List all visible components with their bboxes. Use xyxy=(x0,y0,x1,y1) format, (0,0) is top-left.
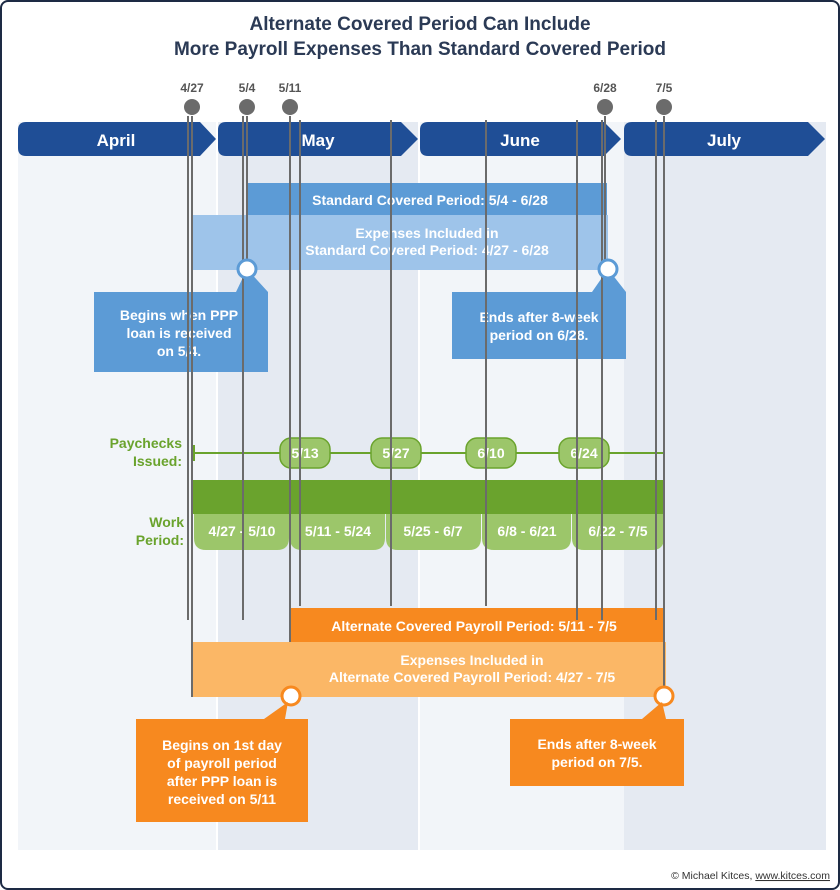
date-marker-0511 xyxy=(282,99,298,115)
callout-begins-ppp-box xyxy=(94,269,268,372)
paycheck-0513 xyxy=(279,437,331,469)
work-label-1: Work xyxy=(149,514,184,530)
work-segment-label-5: 6/22 - 7/5 xyxy=(588,523,647,539)
work-label-2: Period: xyxy=(136,532,184,548)
paycheck-0527 xyxy=(370,437,422,469)
work-period-bar xyxy=(192,480,664,514)
paycheck-0624 xyxy=(558,437,610,469)
date-label-0705: 7/5 xyxy=(656,81,673,95)
paycheck-label-0610: 6/10 xyxy=(477,445,504,461)
standard-expenses-label-1: Expenses Included in xyxy=(355,225,498,241)
standard-start-circle xyxy=(236,258,258,280)
date-marker-0705 xyxy=(656,99,672,115)
standard-period-bar xyxy=(247,183,607,215)
work-segment-label-2: 5/11 - 5/24 xyxy=(305,523,371,539)
date-marker-0628 xyxy=(597,99,613,115)
title-line-1: Alternate Covered Period Can Include xyxy=(249,14,591,35)
copyright-text: © Michael Kitces, www.kitces.com xyxy=(671,870,830,882)
month-label-april: April xyxy=(97,131,136,150)
standard-expenses-bar xyxy=(192,215,608,270)
callout-ends-75-box xyxy=(510,702,684,786)
work-segment-3 xyxy=(386,514,481,550)
paycheck-label-0513: 5/13 xyxy=(291,445,318,461)
callout-begins-ppp-line-2: loan is received xyxy=(126,325,231,341)
date-label-0511: 5/11 xyxy=(279,81,302,95)
standard-end-circle xyxy=(597,258,619,280)
callout-begins-payroll-line-2: of payroll period xyxy=(167,755,277,771)
work-segment-1 xyxy=(194,514,289,550)
callout-ends-628-line-2: period on 6/28. xyxy=(490,327,589,343)
callout-begins-payroll-line-3: after PPP loan is xyxy=(167,773,277,789)
callout-ends-75-line-2: period on 7/5. xyxy=(551,754,642,770)
callout-begins-payroll-line-4: received on 5/11 xyxy=(168,791,276,807)
work-segment-5 xyxy=(572,514,664,550)
paycheck-0610 xyxy=(465,437,517,469)
date-label-0504: 5/4 xyxy=(239,81,256,95)
work-segment-label-3: 5/25 - 6/7 xyxy=(403,523,462,539)
alternate-period-label: Alternate Covered Payroll Period: 5/11 -… xyxy=(331,618,617,634)
alternate-start-circle xyxy=(280,685,302,707)
callout-begins-payroll-box xyxy=(136,702,308,822)
alternate-expenses-bar xyxy=(192,642,666,697)
date-marker-0504 xyxy=(239,99,255,115)
copyright-link[interactable]: www.kitces.com xyxy=(754,870,830,882)
paychecks-label-2: Issued: xyxy=(133,453,182,469)
month-arrow-july xyxy=(624,122,825,156)
standard-expenses-label-2: Standard Covered Period: 4/27 - 6/28 xyxy=(305,242,549,258)
callout-begins-ppp-line-1: Begins when PPP xyxy=(120,307,238,323)
callout-begins-ppp-line-3: on 5/4. xyxy=(157,343,201,359)
title-line-2: More Payroll Expenses Than Standard Cove… xyxy=(173,39,667,60)
month-label-june: June xyxy=(500,131,540,150)
alternate-expenses-label-1: Expenses Included in xyxy=(400,652,543,668)
work-segment-label-4: 6/8 - 6/21 xyxy=(497,523,556,539)
work-segment-4 xyxy=(482,514,571,550)
month-label-may: May xyxy=(301,131,335,150)
callout-ends-628-line-1: Ends after 8-week xyxy=(479,309,598,325)
date-label-0427: 4/27 xyxy=(180,81,204,95)
paycheck-label-0624: 6/24 xyxy=(570,445,597,461)
month-label-july: July xyxy=(707,131,742,150)
work-segment-2 xyxy=(290,514,385,550)
month-arrow-may xyxy=(218,122,418,156)
paychecks-label-1: Paychecks xyxy=(110,435,183,451)
date-label-0628: 6/28 xyxy=(593,81,617,95)
paycheck-label-0527: 5/27 xyxy=(382,445,409,461)
month-arrow-april xyxy=(18,122,216,156)
callout-begins-payroll-line-1: Begins on 1st day xyxy=(162,737,282,753)
copyright-prefix: © Michael Kitces, xyxy=(671,870,755,882)
alternate-end-circle xyxy=(653,685,675,707)
month-arrow-june xyxy=(420,122,621,156)
standard-period-label: Standard Covered Period: 5/4 - 6/28 xyxy=(312,192,548,208)
alternate-expenses-label-2: Alternate Covered Payroll Period: 4/27 -… xyxy=(329,669,616,685)
callout-ends-628-box xyxy=(452,269,626,359)
date-marker-0427 xyxy=(184,99,200,115)
callout-ends-75-line-1: Ends after 8-week xyxy=(537,736,656,752)
